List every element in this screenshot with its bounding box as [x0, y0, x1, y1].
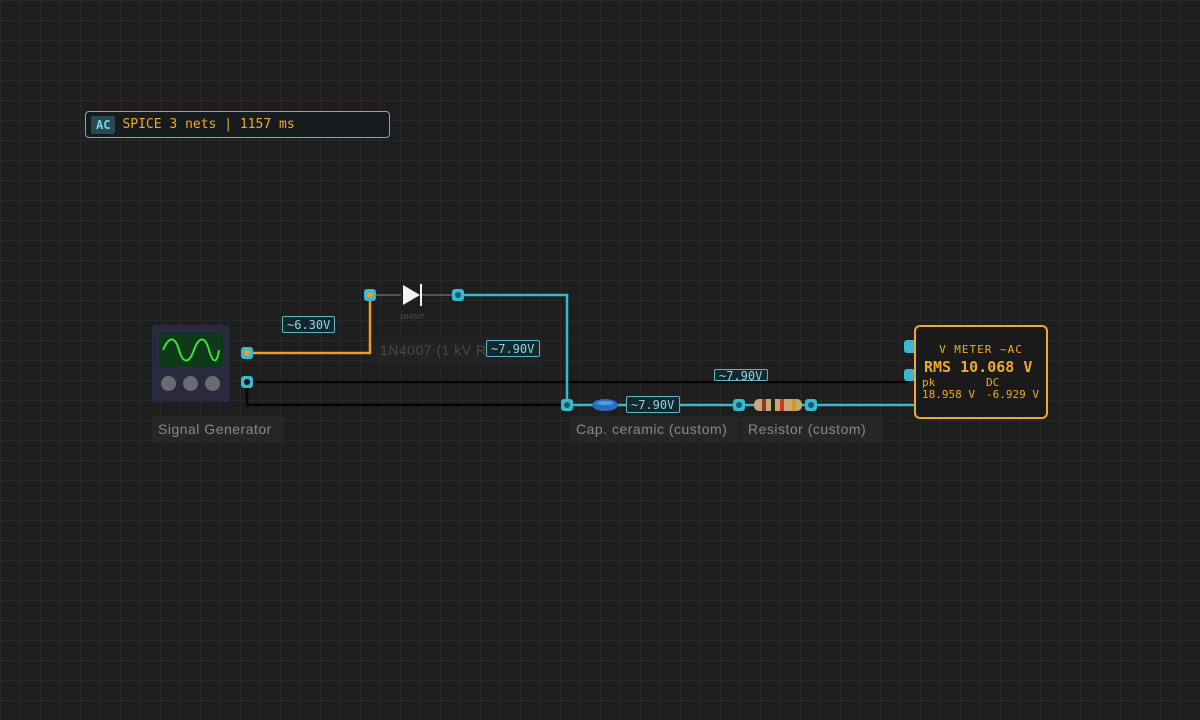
meter-rms-label: RMS: [924, 358, 952, 376]
simulation-status-bar: AC SPICE 3 nets | 1157 ms: [85, 111, 390, 138]
resistor-band-1: [762, 399, 766, 411]
meter-rms-readout: RMS 10.068 V: [924, 358, 1032, 376]
terminal-diode-anode[interactable]: [364, 289, 376, 301]
sim-mode-badge: AC: [91, 115, 116, 134]
voltage-tag: ~6.30V: [282, 316, 335, 333]
generator-knob[interactable]: [205, 376, 220, 391]
terminal-gen-gnd[interactable]: [241, 376, 253, 388]
meter-pk-label: pk: [922, 376, 936, 389]
diode-symbol[interactable]: [403, 285, 420, 305]
sine-wave-icon: [162, 338, 220, 362]
generator-knob[interactable]: [161, 376, 176, 391]
generator-knob[interactable]: [183, 376, 198, 391]
terminal-cap-left[interactable]: [561, 399, 573, 411]
capacitor-highlight: [597, 401, 613, 405]
terminal-res-right[interactable]: [805, 399, 817, 411]
capacitor-label: Cap. ceramic (custom): [570, 416, 739, 443]
ground-wire[interactable]: [245, 382, 566, 407]
signal-generator-label: Signal Generator: [152, 416, 284, 443]
resistor-label: Resistor (custom): [742, 416, 883, 443]
terminal-meter-minus[interactable]: [904, 369, 915, 381]
terminal-gen-out[interactable]: [241, 347, 253, 359]
terminal-res-left[interactable]: [733, 399, 745, 411]
sim-status-text: SPICE 3 nets | 1157 ms: [122, 117, 295, 132]
meter-pk-value: 18.958 V: [922, 388, 975, 401]
meter-rms-value: 10.068 V: [960, 358, 1033, 376]
voltage-tag: ~7.90V: [626, 396, 680, 413]
resistor-band-4: [792, 399, 796, 411]
terminal-meter-plus[interactable]: [904, 340, 917, 353]
voltmeter[interactable]: V METER ~AC RMS 10.068 V pk DC 18.958 V …: [914, 325, 1048, 419]
signal-generator[interactable]: [152, 325, 230, 402]
terminal-diode-cathode[interactable]: [452, 289, 464, 301]
generator-screen: [159, 333, 223, 367]
meter-dc-label: DC: [986, 376, 1000, 389]
voltage-tag: ~7.90V: [714, 369, 768, 381]
meter-dc-value: -6.929 V: [986, 388, 1039, 401]
resistor-band-2: [771, 399, 775, 411]
voltage-tag: ~7.90V: [486, 340, 540, 357]
meter-title: V METER ~AC: [939, 343, 1023, 356]
orange-wire[interactable]: [247, 295, 372, 355]
resistor-band-3: [780, 399, 784, 411]
diode-part-number: 1N4007: [399, 314, 425, 321]
